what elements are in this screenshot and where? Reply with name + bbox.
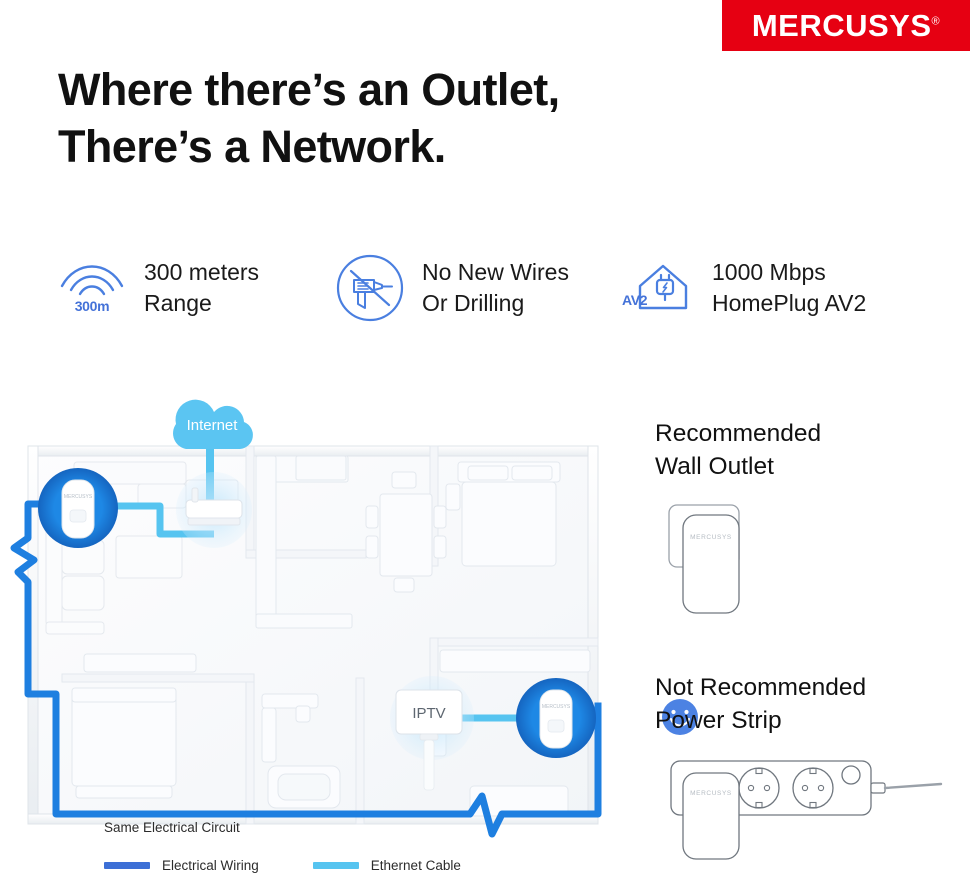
legend-item-electrical-wiring: Electrical Wiring <box>104 858 259 873</box>
powerline-adapter-body <box>682 514 740 614</box>
recommended-title: Recommended Wall Outlet <box>655 418 970 483</box>
not-recommended-title-line-1: Not Recommended <box>655 674 867 701</box>
feature-text-no-drilling: No New Wires Or Drilling <box>422 257 569 319</box>
not-recommended-title: Not Recommended Power Strip <box>655 672 970 737</box>
not-recommended-section: Not Recommended Power Strip <box>655 672 970 891</box>
legend-label-electrical-wiring: Electrical Wiring <box>162 858 259 873</box>
powerline-adapter-primary: MERCUSYS <box>38 468 118 548</box>
home-plug-icon: AV2 <box>622 252 696 324</box>
legend-label-ethernet-cable: Ethernet Cable <box>370 858 461 873</box>
powerline-adapter-on-strip <box>682 772 740 860</box>
feature-range-line-2: Range <box>144 290 212 316</box>
brand-wordmark: MERCUSYS® <box>752 8 940 44</box>
recommended-face <box>655 692 970 747</box>
headline-line-2: There’s a Network. <box>58 120 446 172</box>
wifi-range-icon: 300m <box>56 252 128 324</box>
legend-item-ethernet-cable: Ethernet Cable <box>312 858 461 873</box>
power-strip-cord <box>883 782 943 790</box>
recommended-title-line-2: Wall Outlet <box>655 452 774 480</box>
svg-text:IPTV: IPTV <box>412 705 445 722</box>
electrical-wiring-path <box>10 500 602 838</box>
feature-homeplug-line-2: HomePlug AV2 <box>712 290 867 316</box>
powerline-adapter-secondary: MERCUSYS <box>516 678 596 758</box>
svg-text:Internet: Internet <box>187 417 239 434</box>
internet-cloud: Internet <box>173 399 253 449</box>
feature-item-no-drilling: No New Wires Or Drilling <box>334 252 569 324</box>
svg-text:MERCUSYS: MERCUSYS <box>542 704 571 710</box>
svg-text:MERCUSYS: MERCUSYS <box>690 790 732 797</box>
feature-range-line-1: 300 meters <box>144 259 260 286</box>
feature-item-range: 300m 300 meters Range <box>56 252 259 324</box>
floorplan-illustration: Internet MERCUSYS IPTV <box>0 388 640 858</box>
svg-text:MERCUSYS: MERCUSYS <box>64 494 93 500</box>
legend-swatch-ethernet-cable <box>312 862 359 869</box>
svg-text:MERCUSYS: MERCUSYS <box>690 534 732 541</box>
home-plug-icon-label: AV2 <box>622 292 648 308</box>
recommended-title-line-1: Recommended <box>655 420 822 447</box>
headline-line-1: Where there’s an Outlet, <box>58 64 560 115</box>
feature-item-homeplug: AV2 1000 Mbps HomePlug AV2 <box>622 252 866 324</box>
feature-text-homeplug: 1000 Mbps HomePlug AV2 <box>712 257 866 319</box>
feature-drilling-line-2: Or Drilling <box>422 290 525 316</box>
no-drilling-icon <box>334 252 406 324</box>
feature-list: 300m 300 meters Range No New <box>56 252 936 344</box>
wifi-range-icon-label: 300m <box>74 298 110 314</box>
feature-drilling-line-1: No New Wires <box>422 259 569 286</box>
recommended-section: Recommended Wall Outlet MERCUSYS <box>655 418 970 747</box>
feature-text-range: 300 meters Range <box>144 257 259 319</box>
brand-trademark: ® <box>931 15 941 28</box>
smiley-face-icon <box>662 699 698 736</box>
page-headline: Where there’s an Outlet, There’s a Netwo… <box>58 62 698 175</box>
not-recommended-illustration: MERCUSYS <box>655 751 970 891</box>
floorplan-legend: Electrical Wiring Ethernet Cable <box>104 858 515 873</box>
power-strip-switch <box>841 765 861 785</box>
brand-name-text: MERCUSYS <box>751 7 932 43</box>
recommended-illustration: MERCUSYS <box>655 497 970 747</box>
not-recommended-face <box>655 886 970 891</box>
legend-swatch-electrical-wiring <box>104 862 150 869</box>
feature-homeplug-line-1: 1000 Mbps <box>712 259 826 286</box>
iptv-device: IPTV <box>390 676 474 791</box>
same-circuit-note: Same Electrical Circuit <box>104 820 240 835</box>
not-recommended-title-line-2: Power Strip <box>655 706 782 734</box>
sad-face-icon <box>655 886 705 891</box>
brand-logo-bar: MERCUSYS® <box>722 0 970 51</box>
router-device <box>176 472 252 548</box>
